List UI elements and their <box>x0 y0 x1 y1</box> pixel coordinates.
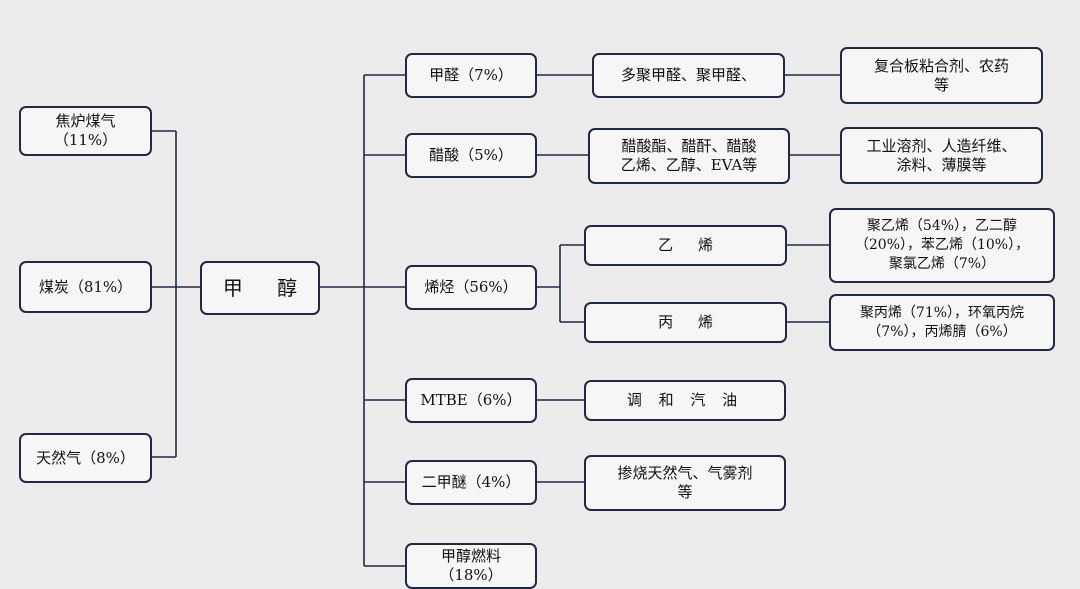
derivative-methanol-fuel: 甲醇燃料 （18%） <box>405 543 537 589</box>
product-acetic-acid: 醋酸酯、醋酐、醋酸 乙烯、乙醇、EVA等 <box>588 128 790 184</box>
application-ethylene: 聚乙烯（54%），乙二醇 （20%），苯乙烯（10%）， 聚氯乙烯（7%） <box>829 208 1055 283</box>
source-coal: 煤炭（81%） <box>19 261 152 313</box>
methanol-node: 甲 醇 <box>200 261 320 315</box>
derivative-acetic-acid: 醋酸（5%） <box>405 133 537 178</box>
derivative-olefins: 烯烃（56%） <box>405 265 537 310</box>
product-formaldehyde: 多聚甲醛、聚甲醛、 <box>592 53 785 98</box>
derivative-mtbe: MTBE（6%） <box>405 378 537 423</box>
derivative-dme: 二甲醚（4%） <box>405 460 537 505</box>
product-propylene: 丙 烯 <box>584 302 787 343</box>
source-coke-oven-gas: 焦炉煤气 （11%） <box>19 106 152 156</box>
application-propylene: 聚丙烯（71%），环氧丙烷 （7%），丙烯腈（6%） <box>829 294 1055 351</box>
product-blended-gasoline: 调 和 汽 油 <box>584 380 786 421</box>
application-acetic-acid: 工业溶剂、人造纤维、 涂料、薄膜等 <box>840 127 1043 184</box>
source-natural-gas: 天然气（8%） <box>19 433 152 483</box>
product-dme: 掺烧天然气、气雾剂 等 <box>584 455 786 511</box>
derivative-formaldehyde: 甲醛（7%） <box>405 53 537 98</box>
product-ethylene: 乙 烯 <box>584 225 787 266</box>
application-formaldehyde: 复合板粘合剂、农药 等 <box>840 47 1043 104</box>
